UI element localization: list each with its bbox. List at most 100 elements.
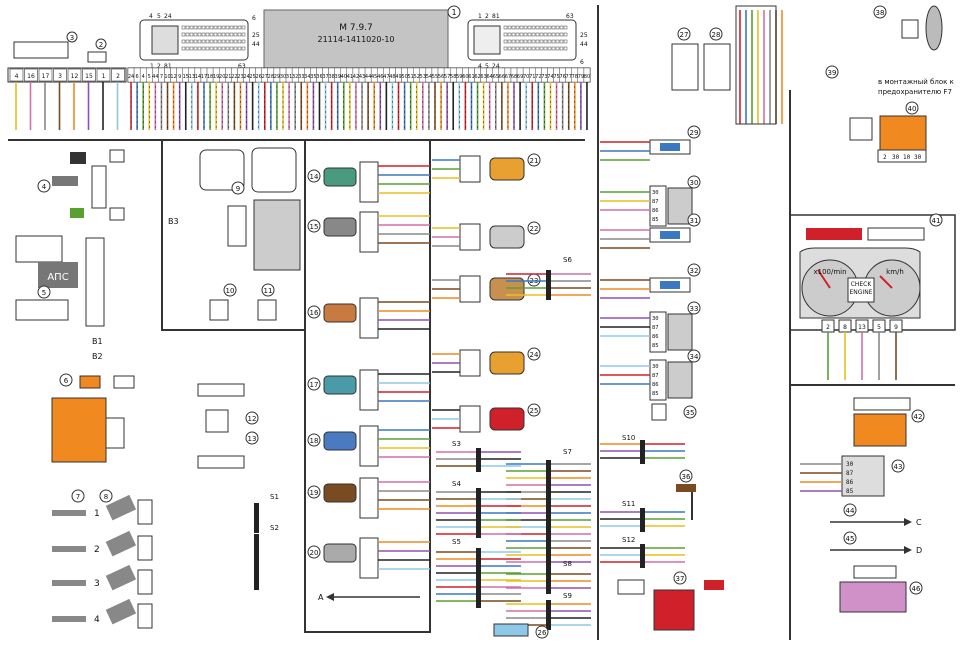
connector-pin xyxy=(233,25,238,30)
label-b2: B2 xyxy=(92,352,103,361)
connector-pin xyxy=(213,46,218,51)
svg-text:5: 5 xyxy=(42,289,46,297)
rc-pin-2: 2 xyxy=(485,13,489,20)
pin-cell xyxy=(38,68,53,82)
lc-pin-24: 24 xyxy=(164,13,172,20)
svg-text:44: 44 xyxy=(846,507,855,515)
sensor-connector xyxy=(359,297,379,339)
svg-text:28: 28 xyxy=(712,31,721,39)
pin-number: 31 xyxy=(286,74,292,80)
connector-pin xyxy=(213,39,218,44)
callout-number: 22 xyxy=(530,225,539,233)
arrow-a-head xyxy=(326,593,334,601)
pin-number: 79 xyxy=(578,74,584,80)
label-s8: S8 xyxy=(563,560,572,568)
pin-number: 35 xyxy=(310,74,316,80)
sensor-body xyxy=(323,303,357,323)
pin-cell xyxy=(96,68,111,82)
label-s6: S6 xyxy=(563,256,572,264)
connector-pin xyxy=(217,46,222,51)
lc-pin-63: 63 xyxy=(238,63,246,70)
ecu-right-connector: 1 2 81 25 44 6 4 5 24 63 xyxy=(467,13,588,70)
connector-pin xyxy=(189,39,194,44)
callout xyxy=(687,213,701,227)
label-b1: B1 xyxy=(92,337,103,346)
relay43-pin-label: 30 xyxy=(846,461,854,468)
ecu-left-connector: 4 5 24 6 25 44 1 2 81 63 xyxy=(139,13,260,70)
pin-number: 42 xyxy=(353,74,359,80)
pin-number: 40 xyxy=(341,74,347,80)
tacho-unit: x100/min xyxy=(813,268,846,276)
relay-pins xyxy=(649,185,667,227)
connector-pin xyxy=(511,39,516,44)
relay-body xyxy=(667,361,693,399)
callout-number: 17 xyxy=(310,381,319,389)
pin-cell xyxy=(111,68,125,82)
connector-pin xyxy=(217,25,222,30)
connector-pin xyxy=(515,39,520,44)
connector-pin xyxy=(559,32,564,37)
connector-pin xyxy=(519,39,524,44)
pin-number: 68 xyxy=(511,74,517,80)
pin-number: 1 xyxy=(102,73,106,80)
label-s7: S7 xyxy=(563,448,572,456)
pin-number: 12 xyxy=(71,73,79,80)
connector-pin xyxy=(563,39,568,44)
connector-pin xyxy=(503,32,508,37)
pin-number: 77 xyxy=(566,74,572,80)
label-s12: S12 xyxy=(622,536,635,544)
sensor-connector xyxy=(359,161,379,203)
connector-pin xyxy=(547,46,552,51)
pin-number: 48 xyxy=(389,74,395,80)
relay40-pin-1: 30 xyxy=(892,154,900,161)
connector-pin xyxy=(531,25,536,30)
connector-pin xyxy=(229,39,234,44)
relay-pins xyxy=(649,311,667,353)
pin-number: 62 xyxy=(474,74,480,80)
svg-text:13: 13 xyxy=(248,435,257,443)
pin-number: 54 xyxy=(426,74,432,80)
rc-pin-81: 81 xyxy=(492,13,500,20)
svg-text:10: 10 xyxy=(226,287,235,295)
pin-number: 36 xyxy=(316,74,322,80)
pin-number: 53 xyxy=(420,74,426,80)
connector-pin xyxy=(181,25,186,30)
rc-pin-6b: 6 xyxy=(580,59,584,66)
pin-number: 34 xyxy=(304,74,310,80)
label-s3: S3 xyxy=(452,440,461,448)
fan-motor: 38 39 в монтажный блок к предохранителю … xyxy=(825,5,954,96)
splice-labels: S3 S4 S5 S6 S7 S8 S9 S10 S11 S12 xyxy=(452,256,635,600)
pin-number: 75 xyxy=(553,74,559,80)
connector-pin xyxy=(197,25,202,30)
sensor-body xyxy=(489,157,525,181)
sensor-body xyxy=(489,225,525,249)
svg-text:7: 7 xyxy=(76,493,80,501)
pin-number: 27 xyxy=(262,74,268,80)
pin-number: 20 xyxy=(219,74,225,80)
cluster-pin-label: 5 xyxy=(877,324,881,331)
callout xyxy=(527,153,541,167)
connector-pin xyxy=(543,32,548,37)
splice-bar xyxy=(546,570,551,594)
cluster-pin-label: 2 xyxy=(826,324,830,331)
pin-number: 70 xyxy=(523,74,529,80)
arrow-d-label: D xyxy=(916,546,922,555)
label-s10: S10 xyxy=(622,434,635,442)
pin-number: 24 xyxy=(243,74,249,80)
pin-number: 80 xyxy=(584,74,590,80)
pin-number: 13 xyxy=(189,74,195,80)
connector-pin xyxy=(221,46,226,51)
connector-pin xyxy=(507,46,512,51)
sensor-body xyxy=(489,407,525,431)
connector-pin xyxy=(237,39,242,44)
pin-number: 15 xyxy=(85,73,93,80)
connector-pin xyxy=(507,39,512,44)
rc-pin-4: 4 xyxy=(478,63,482,70)
pin-number: 19 xyxy=(213,74,219,80)
fuse-element xyxy=(660,281,680,289)
relay-pins xyxy=(649,359,667,401)
svg-text:46: 46 xyxy=(912,585,921,593)
pin-number: 64 xyxy=(487,74,493,80)
connector-pin xyxy=(237,25,242,30)
